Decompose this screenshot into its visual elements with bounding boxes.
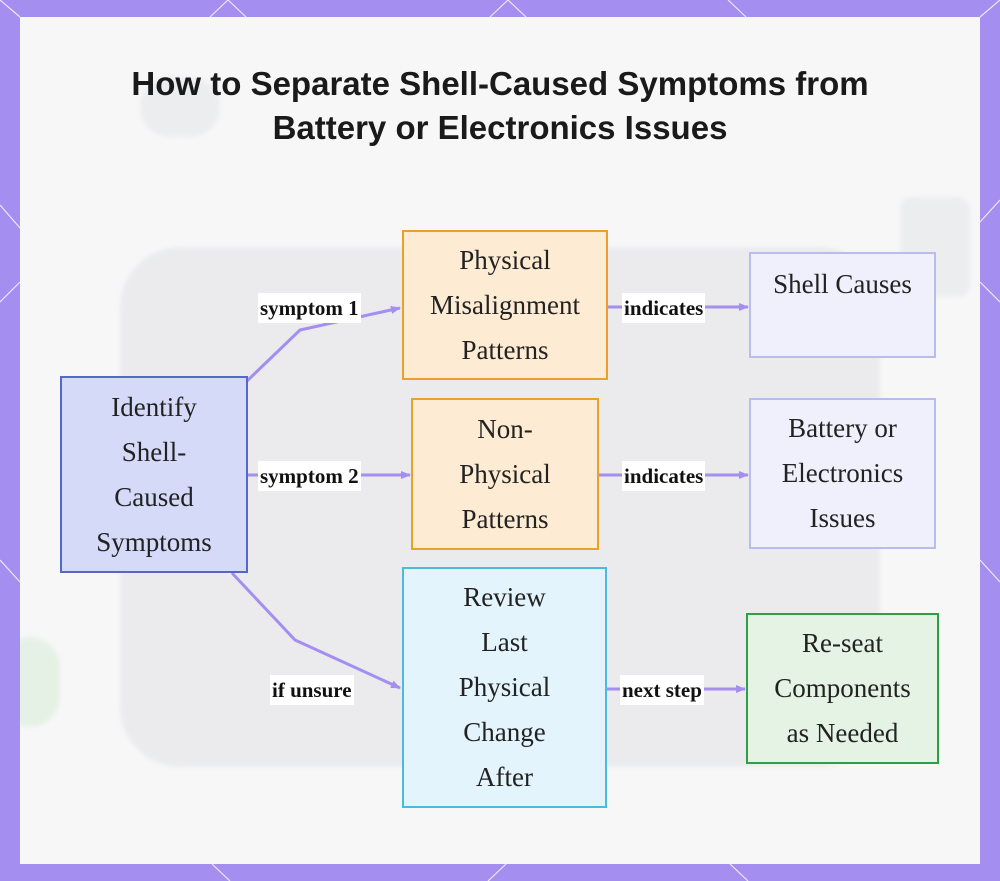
node-battery-electronics: Battery or Electronics Issues	[749, 398, 936, 549]
edge-label-symptom-1: symptom 1	[258, 293, 361, 323]
node-physical-misalignment: Physical Misalignment Patterns	[402, 230, 608, 380]
node-shell-causes: Shell Causes	[749, 252, 936, 358]
edge-label-symptom-2: symptom 2	[258, 461, 361, 491]
page-title: How to Separate Shell-Caused Symptoms fr…	[131, 65, 869, 146]
node-non-physical-patterns: Non-Physical Patterns	[411, 398, 599, 550]
edge-start-to-physical	[245, 306, 401, 383]
edge-label-if-unsure: if unsure	[270, 675, 354, 705]
background-check-shape	[20, 637, 60, 727]
edge-start-to-review	[230, 571, 401, 690]
node-reseat-components: Re-seat Components as Needed	[746, 613, 939, 764]
edge-label-indicates-1: indicates	[622, 293, 706, 323]
node-identify-symptoms: Identify Shell-Caused Symptoms	[60, 376, 248, 573]
edge-label-next-step: next step	[620, 675, 704, 705]
edge-label-indicates-2: indicates	[622, 461, 706, 491]
background-key-fob-button	[140, 77, 220, 137]
node-review-last-change: Review Last Physical Change After	[402, 567, 607, 808]
